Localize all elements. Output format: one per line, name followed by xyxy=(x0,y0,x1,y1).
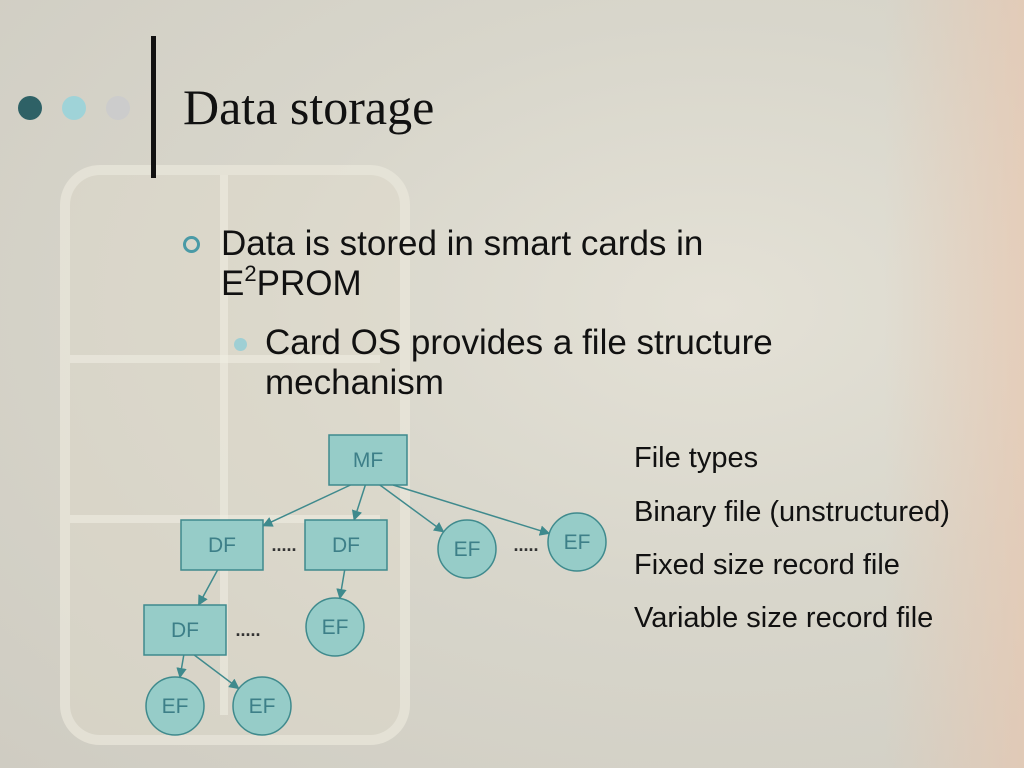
tree-node-label: EF xyxy=(162,695,189,718)
tree-node-df2: DF xyxy=(304,519,388,571)
bullet-level2-text: Card OS provides a file structure mechan… xyxy=(265,323,773,402)
tree-node-ef3: EF xyxy=(305,597,365,657)
tree-edge-df3-ef5 xyxy=(193,654,240,690)
background-edge-glow xyxy=(884,0,1024,768)
tree-edges xyxy=(176,484,551,690)
tree-edge-df2-ef3 xyxy=(336,569,347,600)
file-type-item: Fixed size record file xyxy=(634,549,900,581)
bullet-level1-text: Data is stored in smart cards in E2PROM xyxy=(221,224,704,303)
tree-ellipsis: ..... xyxy=(235,620,260,640)
tree-nodes: MF DF DF EF EF DF EF EF EF xyxy=(143,434,607,736)
tree-edge-mf-ef1 xyxy=(379,484,445,533)
tree-ellipsis: ..... xyxy=(271,535,296,555)
tree-node-label: DF xyxy=(332,534,360,557)
tree-node-label: MF xyxy=(353,449,383,472)
superscript: 2 xyxy=(244,261,257,286)
slide-title: Data storage xyxy=(183,79,435,135)
tree-ellipses: ............... xyxy=(235,535,538,640)
bullet-level1: Data is stored in smart cards in E2PROM xyxy=(183,224,843,304)
tree-node-ef2: EF xyxy=(547,512,607,572)
tree-edge-df3-ef4 xyxy=(176,654,187,679)
nav-dot-1 xyxy=(18,96,42,120)
file-type-item: Binary file (unstructured) xyxy=(634,496,950,528)
file-types-heading: File types xyxy=(634,442,759,474)
title-divider xyxy=(151,36,156,178)
tree-node-label: EF xyxy=(454,538,481,561)
tree-node-ef5: EF xyxy=(232,676,292,736)
tree-edge-df1-df3 xyxy=(197,569,219,606)
tree-ellipsis: ..... xyxy=(513,535,538,555)
nav-dot-3 xyxy=(106,96,130,120)
tree-node-ef1: EF xyxy=(437,519,497,579)
file-type-item: Variable size record file xyxy=(634,602,934,634)
ring-bullet-icon xyxy=(183,236,200,253)
tree-edge-mf-ef2 xyxy=(392,484,551,536)
nav-dot-2 xyxy=(62,96,86,120)
tree-node-label: EF xyxy=(564,531,591,554)
tree-node-label: EF xyxy=(322,616,349,639)
tree-edge-mf-df2 xyxy=(351,484,367,521)
tree-node-label: DF xyxy=(171,619,199,642)
tree-node-df1: DF xyxy=(180,519,264,571)
tree-node-mf: MF xyxy=(328,434,408,486)
tree-edge-mf-df1 xyxy=(262,484,351,527)
tree-node-df3: DF xyxy=(143,604,227,656)
bullet-level2: Card OS provides a file structure mechan… xyxy=(234,323,874,403)
tree-node-label: EF xyxy=(249,695,276,718)
tree-node-label: DF xyxy=(208,534,236,557)
tree-node-ef4: EF xyxy=(145,676,205,736)
dot-bullet-icon xyxy=(234,338,247,351)
